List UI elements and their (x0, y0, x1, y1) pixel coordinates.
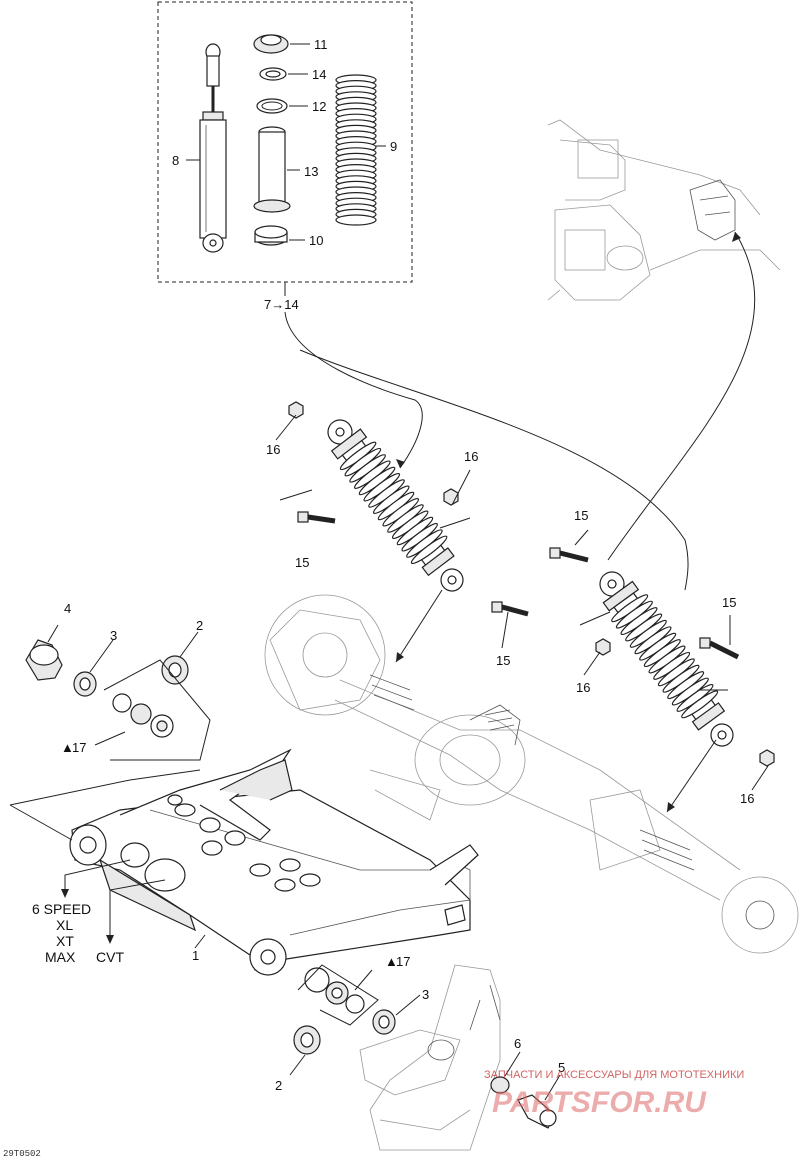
frame-mount-illustration (547, 119, 781, 301)
oil-drop-icon-left: ▲ (61, 740, 74, 755)
rear-shock-left (327, 419, 464, 592)
callout-4: 4 (64, 601, 71, 616)
bushing-group-part-17-left (112, 693, 174, 738)
callout-3-right: 3 (422, 987, 429, 1002)
bearing-part-2-right (293, 1025, 321, 1055)
cap-part-4 (25, 639, 63, 681)
callout-16-d: 16 (740, 791, 754, 806)
callout-15-a: 15 (295, 555, 309, 570)
callout-17-right: 17 (396, 954, 410, 969)
coil-spring-part-9 (335, 74, 377, 226)
adjuster-ring-part-10 (254, 225, 288, 246)
figure-code: 29T0502 (3, 1149, 41, 1159)
variant-label-6-speed: 6 SPEED (32, 901, 91, 917)
callout-16-c: 16 (576, 680, 590, 695)
nut-part-16-c (595, 638, 611, 656)
variant-label-cvt: CVT (96, 949, 124, 965)
callout-16-a: 16 (266, 442, 280, 457)
callout-13: 13 (304, 164, 318, 179)
damper-body-part-8 (199, 43, 227, 253)
rear-shock-right (599, 571, 734, 747)
kit-range-label: 7→14 (264, 297, 299, 312)
callout-6: 6 (514, 1036, 521, 1051)
bolt-part-5 (517, 1094, 557, 1129)
oil-drop-icon-right: ▲ (385, 954, 398, 969)
callout-2-right: 2 (275, 1078, 282, 1093)
bushing-group-part-17-right (304, 967, 365, 1014)
watermark-logo: PARTSFOR.RU (492, 1086, 707, 1119)
callout-3-left: 3 (110, 628, 117, 643)
callout-2-left: 2 (196, 618, 203, 633)
callout-16-b: 16 (464, 449, 478, 464)
chassis-bracket-illustration (359, 964, 501, 1151)
sleeve-part-13 (253, 126, 291, 213)
seal-part-3-left (73, 671, 97, 697)
bolt-part-15-c (549, 547, 589, 563)
nut-part-16-a (288, 401, 304, 419)
spring-seat-cap-part-11 (253, 34, 289, 54)
pin-part-6 (490, 1076, 510, 1094)
nut-part-16-d (759, 749, 775, 767)
callout-5: 5 (558, 1060, 565, 1075)
callout-12: 12 (312, 99, 326, 114)
variant-label-max: MAX (45, 949, 76, 965)
swing-arm-part-1 (69, 748, 479, 976)
rear-axle-illustration (264, 594, 799, 954)
variant-label-xl: XL (56, 917, 73, 933)
bolt-part-15-d (699, 637, 740, 660)
variant-label-xt: XT (56, 933, 74, 949)
ring-part-12 (256, 98, 288, 114)
bearing-part-2-left (161, 655, 189, 685)
callout-15-b: 15 (496, 653, 510, 668)
bolt-part-15-b (491, 601, 529, 617)
shock-kit-box (157, 1, 413, 296)
callout-1: 1 (192, 948, 199, 963)
retainer-clip-part-14 (259, 67, 287, 81)
bolt-part-15-a (297, 511, 336, 524)
seal-part-3-right (372, 1009, 396, 1035)
callout-15-c: 15 (574, 508, 588, 523)
watermark-text: ЗАПЧАСТИ И АКСЕССУАРЫ ДЛЯ МОТОТЕХНИКИ (484, 1069, 744, 1081)
callout-9: 9 (390, 139, 397, 154)
callout-14: 14 (312, 67, 326, 82)
callout-8: 8 (172, 153, 179, 168)
callout-11: 11 (314, 37, 328, 52)
callout-17-left: 17 (72, 740, 86, 755)
callout-10: 10 (309, 233, 323, 248)
callout-15-d: 15 (722, 595, 736, 610)
